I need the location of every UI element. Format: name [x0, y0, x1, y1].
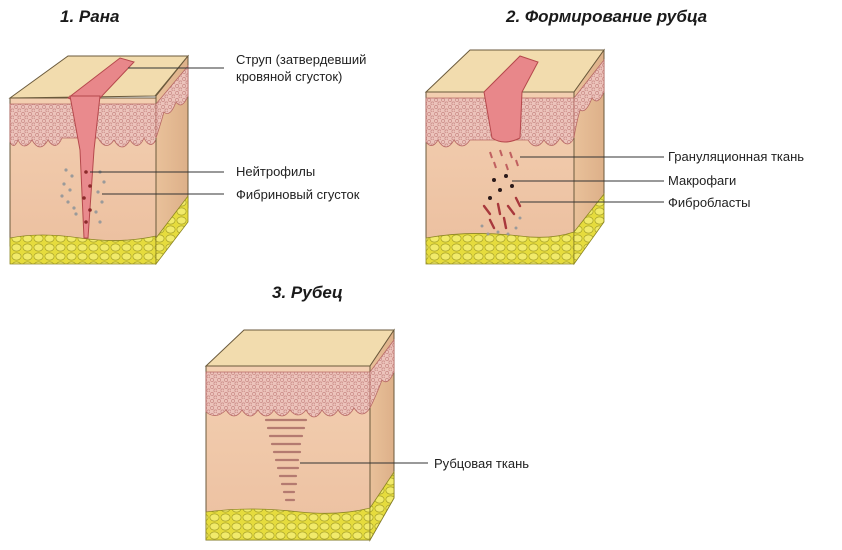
label-fibroblasts: Фибробласты: [668, 195, 751, 210]
stage-2-fat-layer: [425, 231, 575, 265]
stage-1-wound-channel: [69, 95, 101, 239]
stage-1-leader-lines: [90, 67, 224, 195]
stage-3-side-papillary: [369, 338, 395, 409]
stage-3-title: 3. Рубец: [272, 283, 343, 302]
stage-2-title: 2. Формирование рубца: [506, 7, 708, 26]
stage-2-fibroblasts: [482, 196, 522, 230]
stage-1-skin-block: [8, 54, 190, 266]
stage-1-side-papillary: [155, 64, 189, 139]
stage-2-scab: [483, 55, 539, 143]
stage-2-macrophages: [488, 174, 514, 200]
stage-3-papillary-layer: [205, 371, 371, 418]
label-fibrin-clot: Фибриновый сгусток: [236, 187, 360, 202]
stage-2-skin-block: [424, 48, 605, 266]
label-granulation-tissue: Грануляционная ткань: [668, 149, 805, 164]
stage-3-skin-block: [204, 328, 395, 542]
label-scab-line-2: кровяной сгусток): [236, 69, 343, 84]
stage-2-granulation: [489, 149, 519, 171]
stage-3-side-fat: [369, 470, 395, 542]
stage-3-top-face: [204, 329, 395, 367]
label-neutrophils: Нейтрофилы: [236, 164, 316, 179]
label-macrophages: Макрофаги: [668, 173, 737, 188]
stage-1-neutrophil-dots: [82, 170, 92, 224]
label-scar-tissue: Рубцовая ткань: [434, 456, 530, 471]
stage-1-side-fat: [155, 194, 189, 266]
stage-1-fibrin-dots: [60, 168, 106, 224]
stage-2-fibrin-dots: [480, 216, 522, 236]
stage-2-leader-lines: [512, 156, 664, 203]
stage-1-fat-layer: [9, 234, 157, 265]
stage-2-side-fat: [573, 192, 605, 266]
stage-3-scar-tissue: [264, 418, 308, 502]
stage-3-fat-layer: [205, 507, 371, 541]
stage-1-title: 1. Рана: [60, 7, 120, 26]
stage-2-side-papillary: [573, 58, 605, 139]
label-scab-line-1: Струп (затвердевший: [236, 52, 367, 67]
